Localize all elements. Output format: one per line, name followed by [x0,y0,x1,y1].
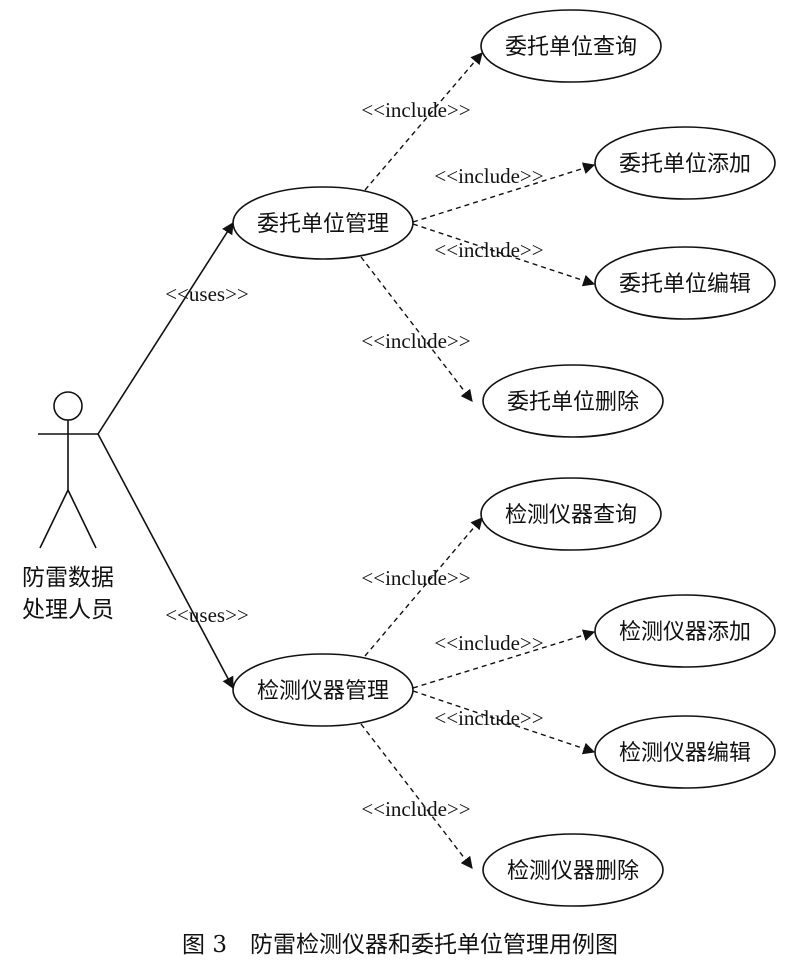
include-label-2-3: <<include>> [434,706,543,730]
usecase-2-3: 检测仪器编辑 [594,715,776,789]
usecase-1-1-label: 委托单位查询 [505,35,637,60]
figure-caption: 图 3 防雷检测仪器和委托单位管理用例图 [182,932,618,958]
usecase-1-4-label: 委托单位删除 [507,390,639,415]
actor-head [53,391,83,421]
usecase-main-2-label: 检测仪器管理 [257,679,389,704]
usecase-1-3-label: 委托单位编辑 [619,272,751,297]
actor-name-line1: 防雷数据 [22,565,114,591]
usecase-2-1: 检测仪器查询 [480,477,662,551]
usecase-1-2-label: 委托单位添加 [619,152,751,177]
include-label-1-2: <<include>> [434,164,543,188]
usecase-1-3: 委托单位编辑 [594,246,776,320]
usecase-2-1-label: 检测仪器查询 [505,503,637,528]
usecase-1-1: 委托单位查询 [480,9,662,83]
usecase-main-1-label: 委托单位管理 [257,212,389,237]
usecase-1-2: 委托单位添加 [594,126,776,200]
usecase-2-4-label: 检测仪器删除 [507,859,639,884]
actor-name-line2: 处理人员 [22,597,114,623]
include-label-2-4: <<include>> [361,797,470,821]
uses-association-1 [97,221,234,435]
include-line-1-3 [412,223,596,287]
include-label-1-1: <<include>> [361,98,470,122]
include-line-2-2 [412,629,596,689]
usecase-2-4: 检测仪器删除 [482,833,664,907]
uses-association-2 [97,433,234,690]
usecase-2-2: 检测仪器添加 [594,594,776,668]
include-line-1-1 [364,52,483,191]
include-line-2-4 [360,723,473,869]
include-line-1-2 [412,162,596,223]
include-label-2-2: <<include>> [434,631,543,655]
actor-left-leg [39,489,69,549]
usecase-2-3-label: 检测仪器编辑 [619,741,751,766]
uses-label-2: <<uses>> [165,603,249,627]
usecase-main-2: 检测仪器管理 [232,653,414,727]
uses-label-1: <<uses>> [165,282,249,306]
include-line-2-1 [364,517,483,657]
usecase-main-1: 委托单位管理 [232,186,414,260]
actor-right-leg [67,489,97,549]
usecase-2-2-label: 检测仪器添加 [619,620,751,645]
include-label-2-1: <<include>> [361,566,470,590]
include-line-1-4 [360,256,473,402]
include-label-1-4: <<include>> [361,329,470,353]
include-line-2-3 [412,690,596,755]
usecase-1-4: 委托单位删除 [482,364,664,438]
actor-figure [38,391,98,549]
include-label-1-3: <<include>> [434,238,543,262]
